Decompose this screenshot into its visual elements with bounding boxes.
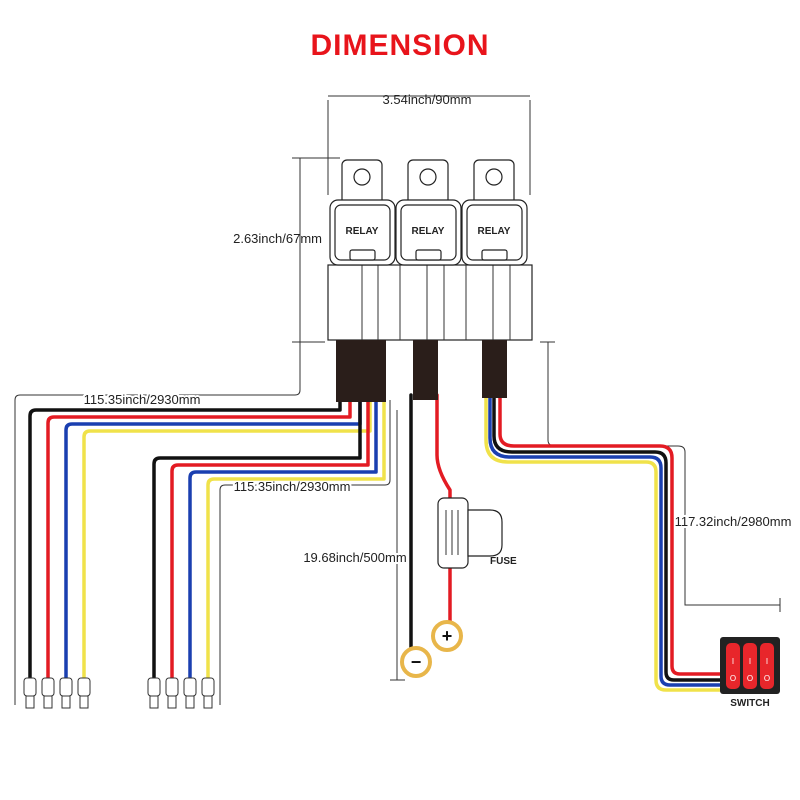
svg-text:O: O <box>730 674 736 683</box>
spade-connector <box>23 677 37 709</box>
connectors-b <box>147 677 215 709</box>
positive-terminal: + <box>431 620 463 652</box>
switch-panel: IO IO IO SWITCH <box>720 637 780 709</box>
cable-sleeve-main <box>336 340 386 402</box>
fuse-holder: FUSE <box>437 497 517 569</box>
dimension-lines <box>14 95 781 705</box>
spade-connector <box>165 677 179 709</box>
fuse-label: FUSE <box>490 556 517 567</box>
relay-label: RELAY <box>412 226 445 237</box>
harness-b-wires <box>152 398 386 682</box>
relay-width-label: 3.54inch/90mm <box>383 92 472 107</box>
spade-connector <box>183 677 197 709</box>
cable-sleeve-switch <box>482 340 507 398</box>
spade-connector <box>41 677 55 709</box>
cable-sleeve-power <box>413 340 438 400</box>
svg-text:O: O <box>764 674 770 683</box>
minus-icon: − <box>411 652 422 672</box>
spade-connector <box>147 677 161 709</box>
harness-b-length-label: 115.35inch/2930mm <box>234 479 351 494</box>
plus-icon: + <box>442 626 453 646</box>
relay-3: RELAY <box>461 159 528 266</box>
relay-2: RELAY <box>395 159 462 266</box>
harness-a-length-label: 115.35inch/2930mm <box>84 392 201 407</box>
spade-connector <box>201 677 215 709</box>
switch-label: SWITCH <box>730 698 769 709</box>
positive-wire <box>435 393 452 630</box>
rocker-2: IO <box>743 643 757 689</box>
relay-1: RELAY <box>329 159 396 266</box>
rocker-3: IO <box>760 643 774 689</box>
relay-height-label: 2.63inch/67mm <box>233 231 322 246</box>
svg-text:I: I <box>749 657 751 666</box>
relay-block: RELAY RELAY RELAY <box>327 159 533 341</box>
harness-a-wires <box>28 398 372 682</box>
spade-connector <box>77 677 91 709</box>
title: DIMENSION <box>310 29 489 62</box>
battery-lead-length-label: 19.68inch/500mm <box>303 550 406 565</box>
rocker-1: IO <box>726 643 740 689</box>
svg-text:I: I <box>766 657 768 666</box>
spade-connector <box>59 677 73 709</box>
relay-label: RELAY <box>478 226 511 237</box>
svg-text:I: I <box>732 657 734 666</box>
negative-terminal: − <box>400 646 432 678</box>
switch-wires <box>484 393 724 692</box>
connectors-a <box>23 677 91 709</box>
svg-text:O: O <box>747 674 753 683</box>
relay-label: RELAY <box>346 226 379 237</box>
switch-lead-length-label: 117.32inch/2980mm <box>675 514 792 529</box>
